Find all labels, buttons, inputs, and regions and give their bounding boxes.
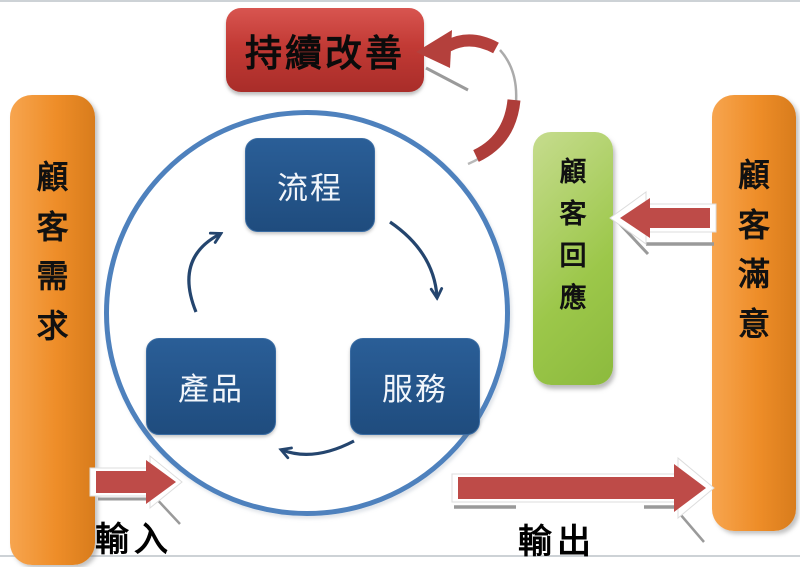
service-label: 服務 (382, 372, 448, 408)
product-node: 產品 (146, 338, 276, 435)
customer-satisfaction-label: 顧客滿意 (737, 156, 770, 343)
improvement-loop-arrow-icon (416, 30, 521, 166)
cycle-circle (104, 110, 510, 516)
input-label: 輸入 (95, 520, 173, 560)
process-node: 流程 (245, 138, 375, 232)
customer-response-label: 顧客回應 (559, 157, 587, 314)
slide-bottom-border (0, 555, 800, 557)
continuous-improvement-box: 持續改善 (226, 8, 424, 92)
loop-red-arc (472, 99, 521, 162)
output-arrow-shadow-diagonal (679, 513, 705, 543)
loop-gray-arc (499, 49, 518, 103)
output-label: 輸出 (518, 522, 596, 562)
customer-needs-label: 顧客需求 (36, 158, 69, 345)
input-arrow-fill (96, 460, 176, 504)
service-node: 服務 (350, 338, 480, 435)
loop-red-tail (445, 34, 499, 54)
input-arrow-icon (89, 454, 183, 525)
output-arrow-icon (451, 456, 715, 543)
customer-response-box: 顧客回應 (533, 132, 613, 385)
customer-needs-box: 顧客需求 (10, 95, 95, 565)
slide-top-border (0, 0, 800, 2)
process-label: 流程 (277, 170, 343, 207)
continuous-improvement-label: 持續改善 (245, 32, 405, 75)
feedback-arrow-fill (620, 198, 710, 238)
loop-arrowhead (416, 30, 452, 68)
feedback-arrow-icon (609, 191, 717, 256)
customer-satisfaction-box: 顧客滿意 (712, 95, 796, 531)
product-label: 產品 (178, 372, 244, 408)
output-arrow-fill (458, 464, 706, 512)
loop-shadow-line (425, 66, 469, 92)
